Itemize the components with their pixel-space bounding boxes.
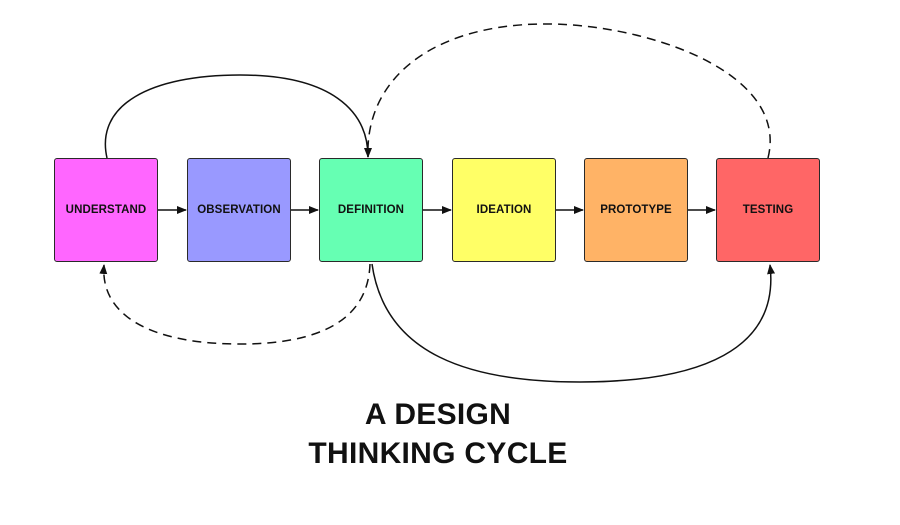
title-line-1: A DESIGN xyxy=(364,398,512,431)
arc-understand-to-definition xyxy=(104,74,372,159)
arc-definition-to-understand xyxy=(99,263,371,345)
stage-ideation: IDEATION xyxy=(452,158,556,262)
stage-label-prototype: PROTOTYPE xyxy=(600,204,672,216)
title-line-2: THINKING CYCLE xyxy=(308,437,568,470)
stage-observation: OBSERVATION xyxy=(187,158,291,262)
arc-testing-to-definition xyxy=(367,23,771,159)
stage-prototype: PROTOTYPE xyxy=(584,158,688,262)
stage-label-testing: TESTING xyxy=(742,204,794,216)
arc-definition-to-testing xyxy=(371,263,776,383)
stage-understand: UNDERSTAND xyxy=(54,158,158,262)
stage-label-observation: OBSERVATION xyxy=(197,204,281,216)
stage-label-understand: UNDERSTAND xyxy=(65,204,147,216)
stage-label-definition: DEFINITION xyxy=(337,204,405,216)
stage-definition: DEFINITION xyxy=(319,158,423,262)
stage-label-ideation: IDEATION xyxy=(476,204,532,216)
stage-testing: TESTING xyxy=(716,158,820,262)
